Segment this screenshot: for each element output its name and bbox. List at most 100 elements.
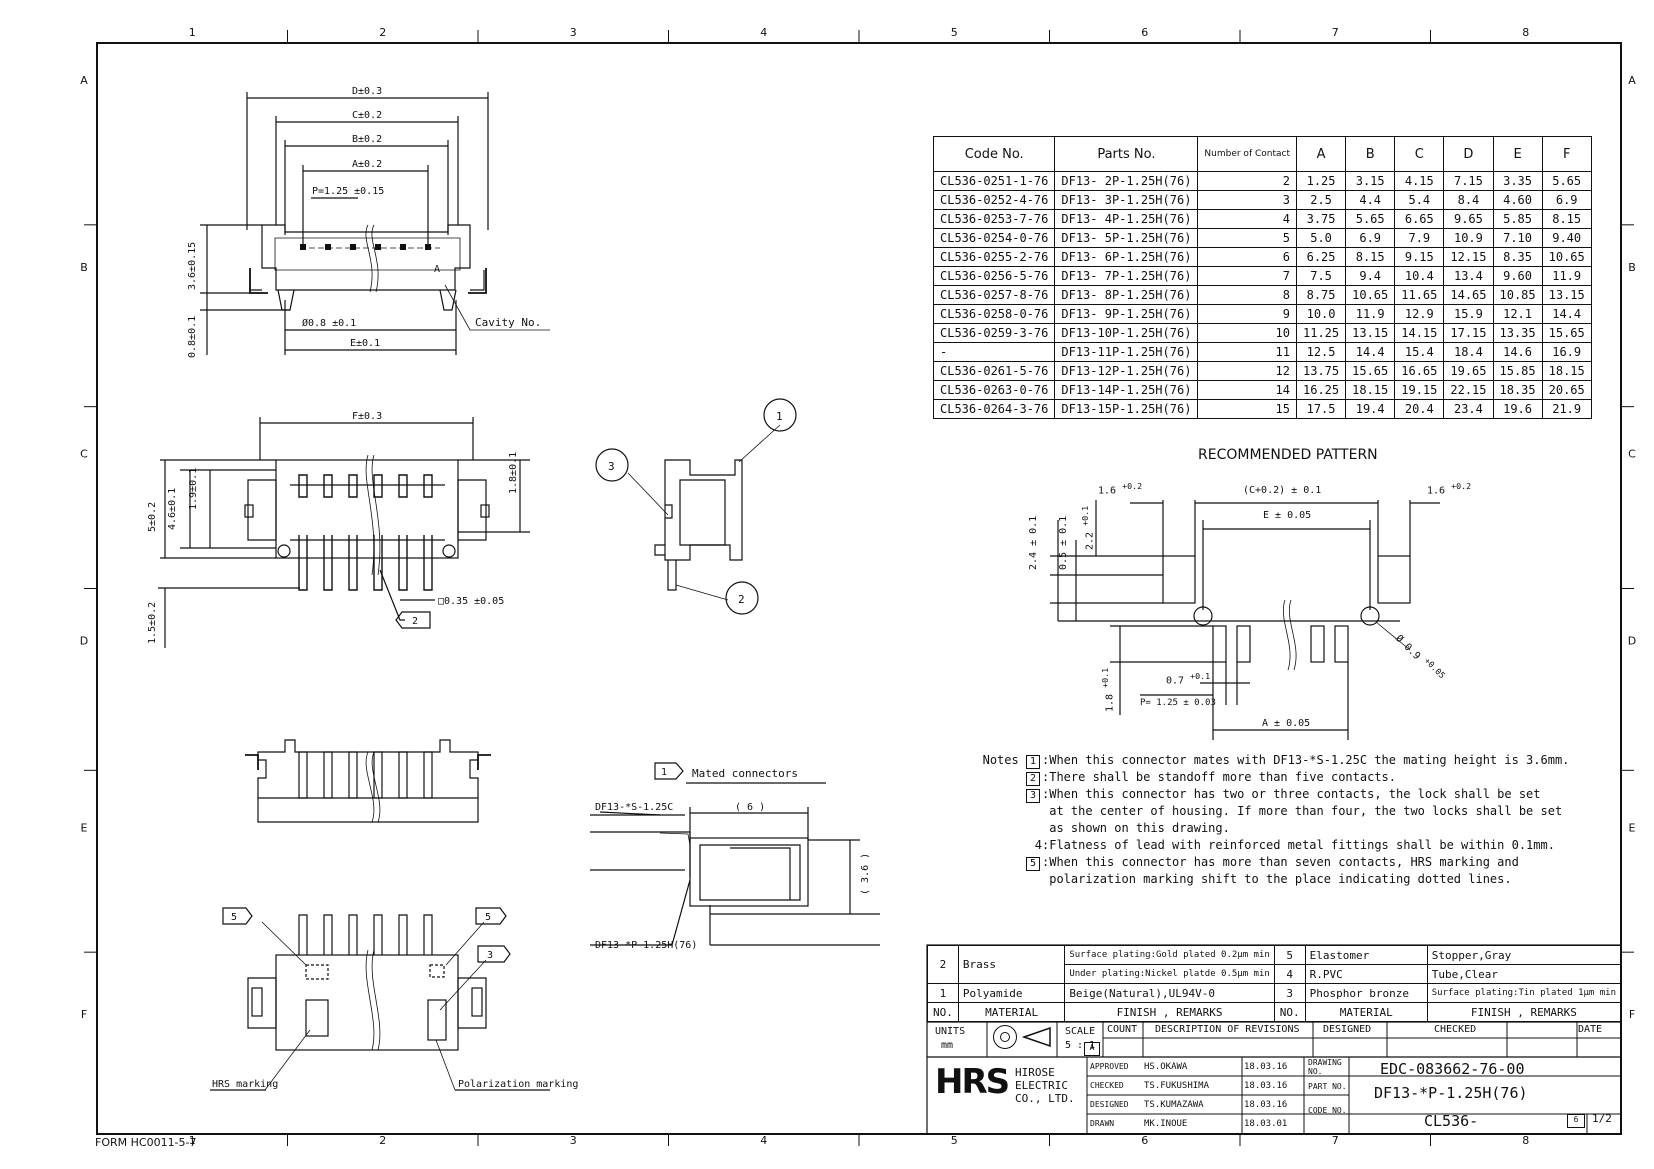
- note-line: at the center of housing. If more than f…: [960, 803, 1569, 820]
- top-pin-upper: [298, 474, 308, 498]
- flag-5-left: 5: [231, 912, 237, 923]
- note-text: :Flatness of lead with reinforced metal …: [1042, 838, 1555, 852]
- table-cell: DF13-12P-1.25H(76): [1054, 361, 1199, 381]
- table-cell: 15.85: [1492, 361, 1543, 381]
- table-cell: 13.75: [1295, 361, 1347, 381]
- mated-dim-6: ( 6 ): [735, 802, 765, 813]
- table-cell: 13.35: [1492, 323, 1543, 343]
- table-cell: 16.65: [1394, 361, 1445, 381]
- pattern-c-span: (C+0.2) ± 0.1: [1243, 485, 1322, 496]
- flag-3: 3: [487, 950, 493, 961]
- note-text: as shown on this drawing.: [1042, 821, 1230, 835]
- scale-label: SCALE: [1065, 1026, 1096, 1037]
- column-label-6-top: 6: [1141, 26, 1148, 39]
- bottom-pin: [398, 751, 408, 799]
- table-cell: 19.15: [1394, 380, 1445, 400]
- pattern-h05: 0.5 ± 0.1: [1058, 515, 1069, 570]
- row-label-D-right: D: [1628, 634, 1636, 647]
- bottom-pin: [298, 751, 308, 799]
- table-cell: 23.4: [1443, 399, 1494, 419]
- table-cell: -: [932, 342, 1056, 362]
- rev-date: DATE: [1578, 1024, 1603, 1035]
- mat-no-1: 1: [927, 983, 959, 1003]
- table-cell: CL536-0251-1-76: [932, 171, 1056, 191]
- dim-h36: 3.6±0.15: [187, 242, 198, 290]
- pattern-title: RECOMMENDED PATTERN: [1198, 447, 1378, 463]
- company-name: HIROSE ELECTRIC CO., LTD.: [1015, 1066, 1075, 1105]
- column-label-1-bottom: 1: [189, 1134, 196, 1147]
- table-cell: 5.0: [1295, 228, 1347, 248]
- mat-brass: Brass: [957, 945, 1066, 984]
- top-pin-upper: [423, 474, 433, 498]
- table-cell: CL536-0256-5-76: [932, 266, 1056, 286]
- scale-value: 5 : 1: [1065, 1040, 1096, 1051]
- mated-title: Mated connectors: [692, 767, 798, 780]
- table-cell: 5.85: [1492, 209, 1543, 229]
- callout-1: 1: [776, 410, 783, 423]
- table-cell: DF13- 2P-1.25H(76): [1054, 171, 1199, 191]
- pattern-h22: 2.2 +0.1: [1080, 505, 1096, 550]
- dim-pitch: P=1.25 ±0.15: [312, 186, 384, 197]
- table-cell: 3.15: [1345, 171, 1396, 191]
- parts-header-1: Parts No.: [1054, 136, 1199, 172]
- bottom-pin: [423, 751, 433, 799]
- polarization-marking-label: Polarization marking: [458, 1079, 578, 1090]
- table-cell: 4: [1197, 209, 1297, 229]
- mated-flag: 1: [661, 767, 667, 778]
- table-cell: CL536-0255-2-76: [932, 247, 1056, 267]
- table-cell: DF13- 8P-1.25H(76): [1054, 285, 1199, 305]
- rev-checked: CHECKED: [1434, 1024, 1477, 1035]
- table-cell: 5.4: [1394, 190, 1445, 210]
- table-cell: CL536-0254-0-76: [932, 228, 1056, 248]
- row-label-F-right: F: [1629, 1008, 1635, 1021]
- bottom-view: [245, 739, 491, 823]
- column-label-8-top: 8: [1522, 26, 1529, 39]
- column-label-3-top: 3: [570, 26, 577, 39]
- top-view: [158, 417, 530, 648]
- table-cell: 10.65: [1345, 285, 1396, 305]
- title-block: UNITS mm SCALE 5 : 1 COUNT DESCRIPTION O…: [927, 1022, 1621, 1134]
- table-cell: 14.4: [1345, 342, 1396, 362]
- code-no-label: CODE NO.: [1308, 1106, 1347, 1115]
- form-number: FORM HC0011-5-7: [95, 1136, 197, 1149]
- dim-phi: Ø0.8 ±0.1: [302, 317, 356, 329]
- rear-pin: [423, 914, 433, 955]
- front-pin: [350, 244, 356, 250]
- cavity-mark: A: [434, 264, 440, 275]
- rear-pin: [323, 914, 333, 955]
- table-cell: 5.65: [1541, 171, 1592, 191]
- top-pin-lower: [423, 535, 433, 591]
- table-cell: 10: [1197, 323, 1297, 343]
- bottom-pin: [323, 751, 333, 799]
- rear-pin: [348, 914, 358, 955]
- note-flag: 3: [1025, 789, 1040, 803]
- parts-header-5: C: [1394, 136, 1445, 172]
- side-view-labels: 1 3 2: [608, 410, 783, 606]
- row-label-A-right: A: [1628, 74, 1636, 87]
- pattern-view: [1050, 500, 1440, 740]
- table-cell: 21.9: [1541, 399, 1592, 419]
- part-no: DF13-*P-1.25H(76): [1374, 1084, 1528, 1102]
- column-label-7-top: 7: [1332, 26, 1339, 39]
- mat-header-finish: FINISH , REMARKS: [1064, 1002, 1275, 1022]
- rear-pin: [373, 914, 383, 955]
- part-no-label: PART NO.: [1308, 1082, 1347, 1091]
- notes-label: Notes: [982, 753, 1026, 767]
- mat-no-3: 3: [1273, 983, 1306, 1003]
- rear-view-labels: 5 5 3 HRS marking Polarization marking: [212, 912, 578, 1090]
- parts-header-3: A: [1295, 136, 1347, 172]
- table-cell: 15.9: [1443, 304, 1494, 324]
- code-no: CL536-: [1424, 1112, 1479, 1130]
- mat-header-no: NO.: [927, 1002, 959, 1022]
- table-cell: 22.15: [1443, 380, 1494, 400]
- pattern-pad-w-left: 1.6 +0.2: [1098, 481, 1143, 497]
- table-cell: 19.6: [1492, 399, 1543, 419]
- mat-polyamide: Polyamide: [957, 983, 1066, 1003]
- dim-h15: 1.5±0.2: [147, 602, 158, 644]
